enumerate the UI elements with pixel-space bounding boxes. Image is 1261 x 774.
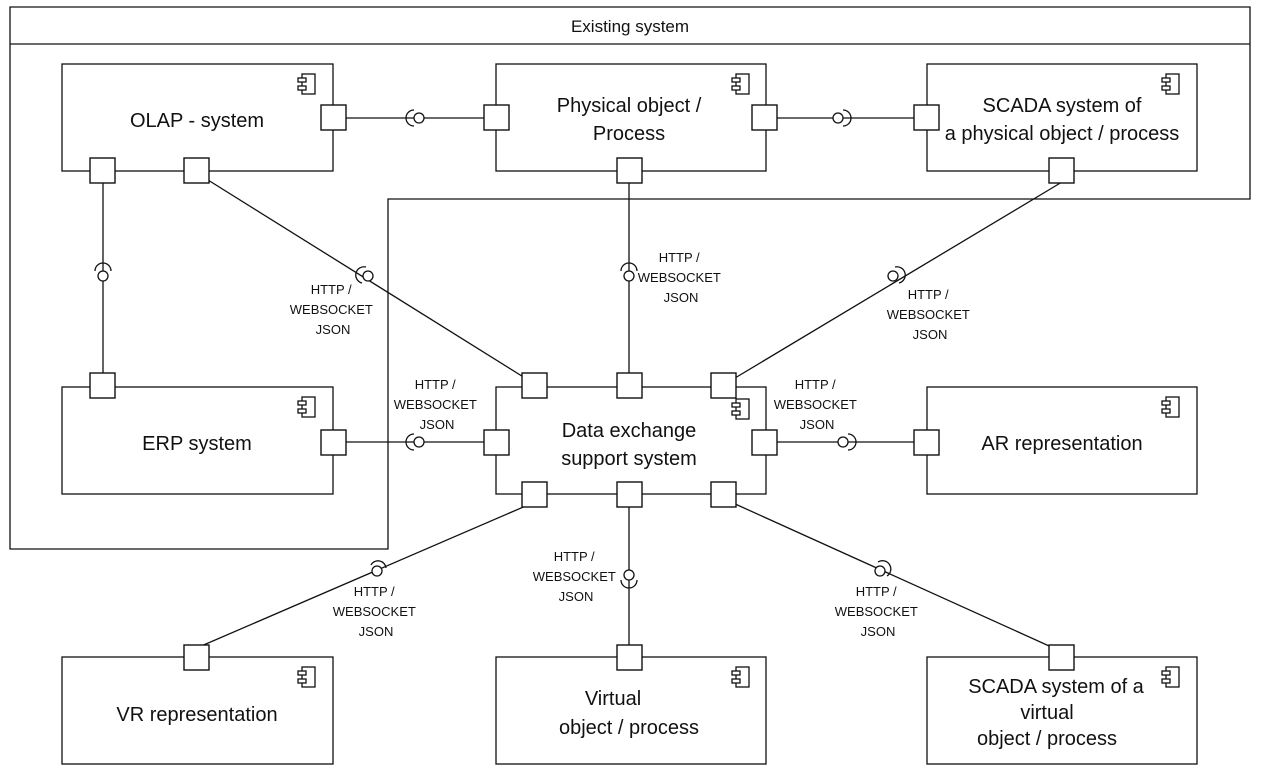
component-virtual-object: Virtual object / process (495, 656, 767, 765)
component-label-line: SCADA system of a (968, 676, 1144, 698)
socket-interface-icon (874, 560, 892, 577)
uml-component-icon (297, 73, 316, 95)
component-ar: AR representation (926, 386, 1198, 495)
svg-text:Process: Process (593, 123, 665, 145)
svg-text:OLAP - system: OLAP - system (130, 110, 264, 132)
protocol-label-dataexchange-ar: HTTP / WEBSOCKET JSON (774, 377, 860, 432)
component-label-line: support system (561, 448, 697, 470)
svg-text:a physical object / process: a physical object / process (945, 123, 1180, 145)
svg-text:SCADA system of a: SCADA system of a (968, 676, 1144, 698)
interface-symbols (94, 109, 906, 589)
svg-text:Data exchange: Data exchange (562, 420, 697, 442)
port (521, 372, 548, 399)
svg-text:Virtual: Virtual (585, 688, 641, 710)
socket-interface-icon (832, 109, 852, 127)
port (483, 104, 510, 131)
lollipop-interface-icon (355, 266, 374, 284)
lollipop-interface-icon (620, 262, 638, 282)
port (710, 372, 737, 399)
svg-text:AR representation: AR representation (981, 433, 1142, 455)
protocol-label-dataexchange-virtual: HTTP / WEBSOCKET JSON (533, 549, 619, 604)
port (913, 429, 940, 456)
component-label-line: Virtual (585, 688, 641, 710)
port (616, 372, 643, 399)
component-erp: ERP system (61, 386, 334, 495)
protocol-label-physical-dataexchange: HTTP / WEBSOCKET JSON (638, 250, 724, 305)
uml-component-icon (297, 666, 316, 688)
dataexchange-vr-link (191, 504, 529, 651)
port (751, 104, 778, 131)
port (89, 157, 116, 184)
component-label-line: virtual (1020, 702, 1073, 724)
port (1048, 157, 1075, 184)
lollipop-interface-icon (620, 569, 638, 589)
component-data-exchange: Data exchange support system (495, 386, 767, 495)
socket-interface-icon (837, 433, 857, 451)
port (483, 429, 510, 456)
component-vr: VR representation (61, 656, 334, 765)
uml-component-icon (1161, 396, 1180, 418)
svg-text:object / process: object / process (977, 728, 1117, 750)
svg-text:VR representation: VR representation (116, 704, 277, 726)
component-label-line: a physical object / process (945, 123, 1180, 145)
port (616, 157, 643, 184)
protocol-label-dataexchange-vr: HTTP / WEBSOCKET JSON (333, 584, 419, 639)
port (616, 644, 643, 671)
component-label-line: object / process (559, 717, 699, 739)
port (183, 644, 210, 671)
component-label-line: Data exchange (562, 420, 697, 442)
lollipop-interface-icon (94, 262, 112, 282)
component-label-line: object / process (977, 728, 1117, 750)
protocol-label-olap-dataexchange: HTTP / WEBSOCKET JSON (290, 282, 376, 337)
component-label: OLAP - system (130, 110, 264, 132)
port (1048, 644, 1075, 671)
uml-component-icon (731, 73, 750, 95)
ports (89, 104, 1075, 671)
uml-component-icon (1161, 73, 1180, 95)
socket-interface-icon (887, 266, 906, 284)
lollipop-interface-icon (370, 560, 387, 577)
port (913, 104, 940, 131)
svg-text:Physical object /: Physical object / (557, 95, 702, 117)
svg-text:support system: support system (561, 448, 697, 470)
scada-dataexchange-link (734, 181, 1063, 379)
component-label: VR representation (116, 704, 277, 726)
uml-component-icon (1161, 666, 1180, 688)
port (320, 104, 347, 131)
protocol-label-erp-dataexchange: HTTP / WEBSOCKET JSON (394, 377, 480, 432)
dataexchange-scadavirtual-link (732, 502, 1059, 651)
component-olap: OLAP - system (61, 63, 334, 172)
svg-text:virtual: virtual (1020, 702, 1073, 724)
protocol-label-dataexchange-scadavirtual: HTTP / WEBSOCKET JSON (835, 584, 921, 639)
svg-text:ERP system: ERP system (142, 433, 252, 455)
port (521, 481, 548, 508)
port (751, 429, 778, 456)
component-label-line: Physical object / (557, 95, 702, 117)
port (183, 157, 210, 184)
uml-component-icon (731, 398, 750, 420)
port (89, 372, 116, 399)
svg-text:SCADA system of: SCADA system of (983, 95, 1142, 117)
component-scada-physical: SCADA system of a physical object / proc… (926, 63, 1198, 172)
port (710, 481, 737, 508)
component-label: ERP system (142, 433, 252, 455)
svg-text:object / process: object / process (559, 717, 699, 739)
uml-component-icon (731, 666, 750, 688)
component-label-line: Process (593, 123, 665, 145)
protocol-label-scada-dataexchange: HTTP / WEBSOCKET JSON (887, 287, 973, 342)
component-physical-object: Physical object / Process (495, 63, 767, 172)
boundary-title: Existing system (571, 17, 689, 36)
lollipop-interface-icon (405, 109, 425, 127)
component-label: AR representation (981, 433, 1142, 455)
uml-component-icon (297, 396, 316, 418)
port (616, 481, 643, 508)
component-scada-virtual: SCADA system of a virtual object / proce… (926, 656, 1198, 765)
existing-system-boundary: Existing system (9, 6, 1251, 550)
port (320, 429, 347, 456)
lollipop-interface-icon (405, 433, 425, 451)
protocol-labels: HTTP / WEBSOCKET JSON HTTP / WEBSOCKET J… (290, 250, 973, 639)
component-label-line: SCADA system of (983, 95, 1142, 117)
